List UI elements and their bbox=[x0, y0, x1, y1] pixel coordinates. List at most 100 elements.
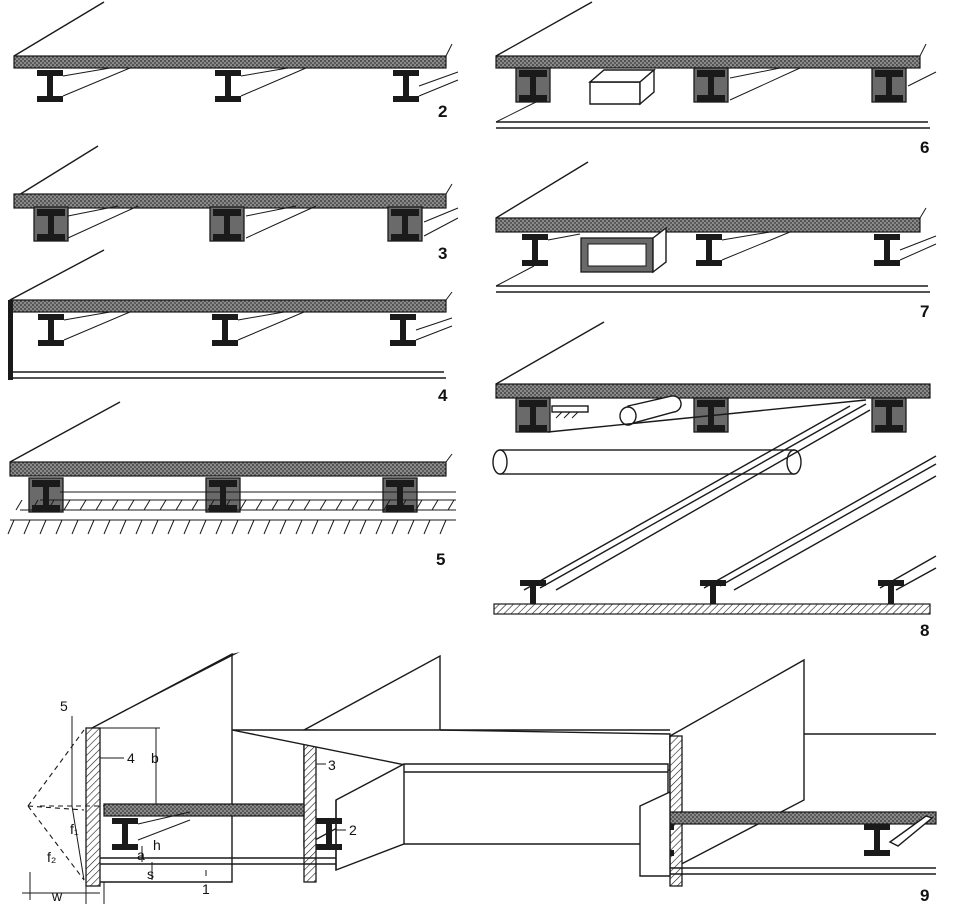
hollow-duct bbox=[580, 226, 667, 274]
short-pipe bbox=[619, 395, 682, 426]
grid-tick bbox=[311, 519, 319, 535]
slab bbox=[495, 55, 921, 69]
grid-tick bbox=[319, 499, 327, 511]
grid-tick bbox=[327, 519, 335, 535]
grid-tick bbox=[263, 519, 271, 535]
grid-tick bbox=[23, 519, 31, 535]
grid-tick bbox=[215, 519, 223, 535]
grid-tick bbox=[391, 519, 399, 535]
grid-tick bbox=[447, 499, 455, 511]
grid-tick bbox=[383, 499, 391, 511]
slab bbox=[645, 811, 937, 825]
duct-box bbox=[588, 68, 656, 106]
figure-number: 7 bbox=[920, 302, 929, 321]
figure-6: 6 bbox=[495, 1, 937, 157]
figure-3: 3 bbox=[13, 145, 459, 263]
grid-tick bbox=[15, 499, 23, 511]
grid-tick bbox=[351, 499, 359, 511]
grid-tick bbox=[79, 499, 87, 511]
figure-number: 6 bbox=[920, 138, 929, 157]
grid-tick bbox=[295, 519, 303, 535]
grid-tick bbox=[159, 499, 167, 511]
label-h: h bbox=[153, 837, 161, 853]
grid-tick bbox=[95, 499, 103, 511]
grid-tick bbox=[231, 519, 239, 535]
grid-tick bbox=[111, 499, 119, 511]
grid-tick bbox=[343, 519, 351, 535]
figure-number: 8 bbox=[920, 621, 929, 640]
grid-tick bbox=[87, 519, 95, 535]
grid-tick bbox=[151, 519, 159, 535]
grid-tick bbox=[191, 499, 199, 511]
grid-tick bbox=[167, 519, 175, 535]
figure-8: 8 bbox=[492, 321, 937, 640]
grid-tick bbox=[119, 519, 127, 535]
figure-number: 2 bbox=[438, 102, 447, 121]
grid-tick bbox=[127, 499, 135, 511]
label-5: 5 bbox=[60, 698, 68, 714]
label-4: 4 bbox=[127, 750, 135, 766]
grid-tick bbox=[39, 519, 47, 535]
figure-number: 3 bbox=[438, 244, 447, 263]
grid-tick bbox=[143, 499, 151, 511]
grid-tick bbox=[63, 499, 71, 511]
grid-tick bbox=[31, 499, 39, 511]
slab bbox=[495, 383, 931, 399]
grid-tick bbox=[415, 499, 423, 511]
grid-tick bbox=[71, 519, 79, 535]
grid-tick bbox=[423, 519, 431, 535]
grid-tick bbox=[439, 519, 447, 535]
grid-tick bbox=[399, 499, 407, 511]
label-s: s bbox=[147, 866, 154, 882]
slab bbox=[495, 217, 921, 233]
figure-4: 4 bbox=[8, 249, 453, 405]
figure-number: 4 bbox=[438, 386, 448, 405]
grid-ceiling bbox=[7, 491, 456, 535]
grid-tick bbox=[247, 519, 255, 535]
floor-slab-hatched bbox=[493, 603, 931, 615]
label-2: 2 bbox=[349, 822, 357, 838]
label-1: 1 bbox=[202, 881, 210, 897]
label-f2: f₂ bbox=[47, 849, 56, 865]
grid-tick bbox=[431, 499, 439, 511]
grid-tick bbox=[375, 519, 383, 535]
figure-7: 7 bbox=[495, 161, 937, 321]
figure-5: 5 bbox=[7, 401, 456, 569]
grid-tick bbox=[7, 519, 15, 535]
grid-tick bbox=[239, 499, 247, 511]
grid-tick bbox=[175, 499, 183, 511]
grid-tick bbox=[303, 499, 311, 511]
long-pipe bbox=[492, 449, 802, 475]
grid-tick bbox=[55, 519, 63, 535]
grid-tick bbox=[359, 519, 367, 535]
grid-tick bbox=[103, 519, 111, 535]
figure-9: 5 4 b 3 2 f₁ f₂ h a s 1 w 9 bbox=[22, 652, 937, 905]
slab bbox=[9, 299, 447, 313]
label-b: b bbox=[151, 750, 159, 766]
label-a: a bbox=[137, 847, 145, 863]
slab bbox=[13, 55, 447, 69]
label-3: 3 bbox=[328, 757, 336, 773]
dimension-lines bbox=[22, 716, 207, 904]
grid-tick bbox=[47, 499, 55, 511]
figure-number: 9 bbox=[920, 886, 929, 905]
label-f1: f₁ bbox=[70, 821, 79, 837]
small-pipes bbox=[551, 405, 589, 419]
figure-2: 2 bbox=[13, 1, 459, 121]
grid-tick bbox=[223, 499, 231, 511]
grid-tick bbox=[279, 519, 287, 535]
grid-tick bbox=[207, 499, 215, 511]
label-w: w bbox=[51, 888, 63, 904]
slab bbox=[9, 461, 447, 477]
grid-tick bbox=[407, 519, 415, 535]
grid-tick bbox=[271, 499, 279, 511]
grid-tick bbox=[335, 499, 343, 511]
grid-tick bbox=[367, 499, 375, 511]
grid-tick bbox=[135, 519, 143, 535]
grid-tick bbox=[199, 519, 207, 535]
grid-tick bbox=[287, 499, 295, 511]
slab bbox=[103, 803, 305, 817]
slab bbox=[13, 193, 447, 209]
figure-number: 5 bbox=[436, 550, 445, 569]
